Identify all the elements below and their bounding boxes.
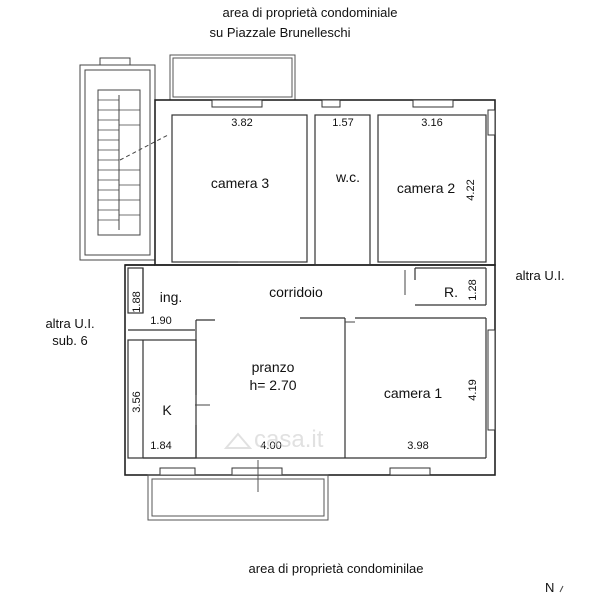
- room-label-ripostiglio: R.: [444, 284, 458, 300]
- dim-k-depth: 3.56: [131, 391, 143, 412]
- dim-pranzo-width: 4.00: [260, 440, 281, 452]
- door-marks: [195, 261, 406, 406]
- house-icon: [223, 432, 253, 449]
- interior-walls: [127, 114, 487, 459]
- room-label-ingresso: ing.: [160, 289, 183, 305]
- room-label-camera-2: camera 2: [397, 180, 456, 196]
- dim-ing-depth: 1.88: [131, 291, 143, 312]
- left-neighbor-sub: sub. 6: [52, 333, 87, 348]
- room-label-camera-1: camera 1: [384, 385, 443, 401]
- room-label-corridoio: corridoio: [269, 284, 323, 300]
- dim-r-depth: 1.28: [467, 279, 479, 300]
- stairwell: [79, 57, 169, 261]
- dim-camera2-depth: 4.22: [465, 179, 477, 200]
- watermark-text: casa.it: [254, 426, 324, 453]
- north-arrow-icon: [559, 585, 564, 593]
- dim-ing-width: 1.90: [150, 315, 171, 327]
- dim-camera1-depth: 4.19: [467, 379, 479, 400]
- room-label-camera-3: camera 3: [211, 175, 270, 191]
- header-line-1: area di proprietà condominiale: [223, 5, 398, 20]
- room-label-pranzo: pranzo: [252, 359, 295, 375]
- footer-note: area di proprietà condominilae: [249, 561, 424, 576]
- dim-camera2-width: 3.16: [421, 117, 442, 129]
- left-neighbor-label: altra U.I.: [45, 316, 94, 331]
- windows: [159, 99, 496, 476]
- room-label-wc: w.c.: [335, 169, 360, 185]
- room-height-label: h= 2.70: [249, 377, 296, 393]
- north-label: N: [545, 580, 554, 595]
- dim-camera3-width: 3.82: [231, 117, 252, 129]
- dim-wc-width: 1.57: [332, 117, 353, 129]
- room-label-kitchen: K: [162, 402, 172, 418]
- watermark: casa.it: [223, 426, 324, 453]
- bottom-balcony: [147, 460, 329, 521]
- dim-k-width: 1.84: [150, 440, 171, 452]
- right-neighbor-label: altra U.I.: [515, 268, 564, 283]
- dim-camera1-width: 3.98: [407, 440, 428, 452]
- top-balcony: [169, 54, 296, 101]
- header-line-2: su Piazzale Brunelleschi: [210, 25, 351, 40]
